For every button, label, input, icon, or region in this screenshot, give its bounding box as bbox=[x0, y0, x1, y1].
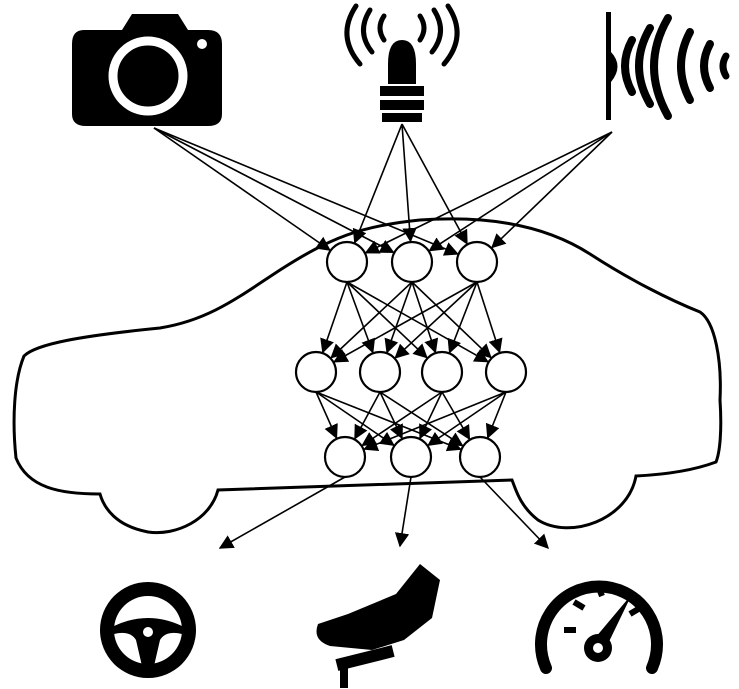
speedometer-icon bbox=[541, 586, 657, 668]
sensor-connection-arrow bbox=[430, 132, 612, 251]
sensor-connection-arrow bbox=[366, 132, 612, 253]
layer-connection-arrow bbox=[334, 282, 477, 362]
sensor-connection-arrow bbox=[492, 132, 612, 247]
network-node-layer-1 bbox=[457, 242, 497, 282]
network-node-layer-3 bbox=[325, 437, 365, 477]
network-node-layer-2 bbox=[296, 352, 336, 392]
steering-wheel-icon bbox=[100, 582, 196, 678]
network-node-layer-3 bbox=[391, 437, 431, 477]
radar-sonar-icon bbox=[606, 12, 726, 120]
network-node-layer-1 bbox=[327, 242, 367, 282]
lidar-beacon-icon bbox=[347, 6, 457, 122]
camera-icon bbox=[72, 14, 222, 126]
layer-connection-arrow bbox=[450, 282, 477, 352]
network-node-layer-2 bbox=[422, 352, 462, 392]
network-node-layer-3 bbox=[460, 437, 500, 477]
output-connection-arrow bbox=[400, 477, 411, 546]
sensor-connection-arrow bbox=[154, 128, 458, 254]
pedal-foot-icon bbox=[317, 564, 441, 688]
network-node-layer-1 bbox=[392, 242, 432, 282]
network-nodes bbox=[296, 242, 526, 477]
layer-connection-arrow bbox=[477, 282, 500, 352]
layer-connection-arrow bbox=[323, 282, 347, 352]
sensor-connection-arrow bbox=[402, 124, 467, 244]
sensor-connection-arrow bbox=[402, 124, 410, 241]
sensor-connection-arrow bbox=[154, 128, 330, 250]
network-node-layer-2 bbox=[360, 352, 400, 392]
network-node-layer-2 bbox=[486, 352, 526, 392]
